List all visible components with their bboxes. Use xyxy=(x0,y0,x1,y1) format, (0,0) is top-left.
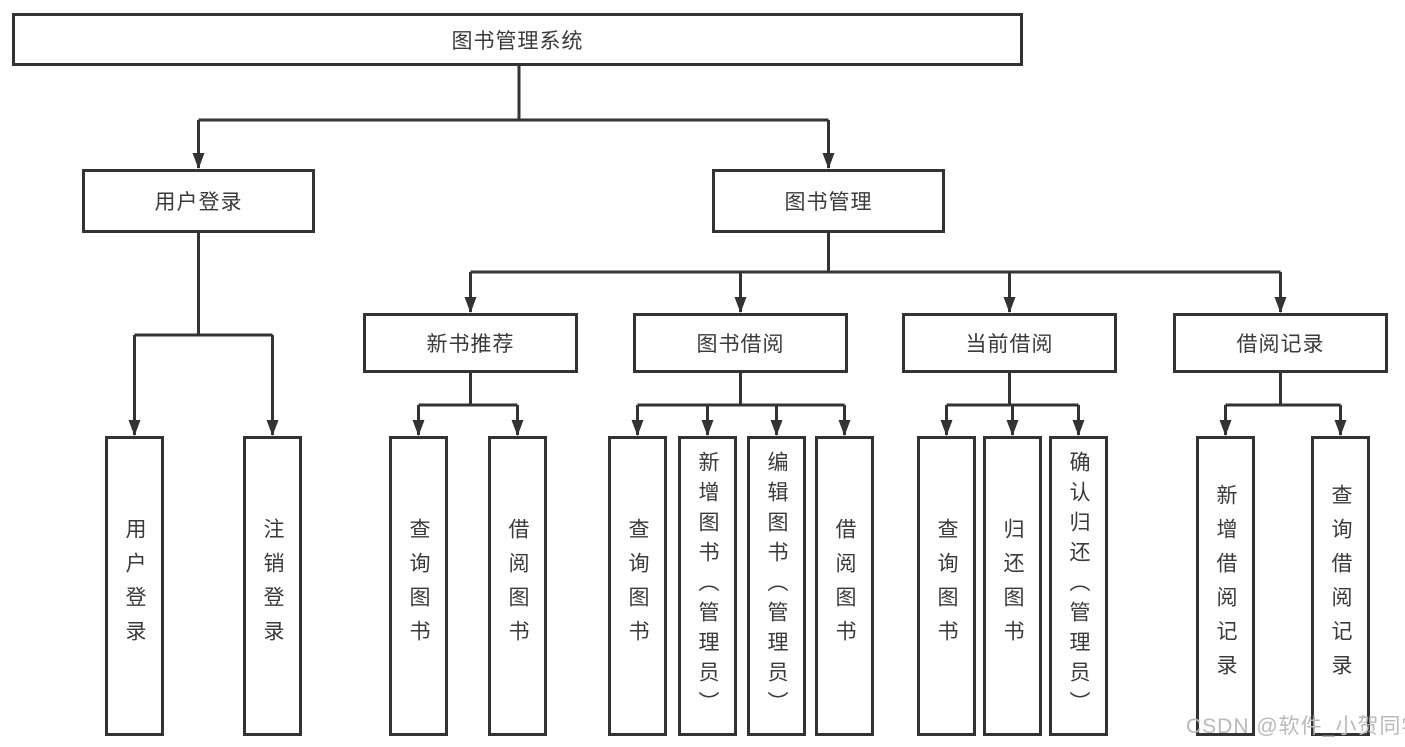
leaf-label: 确认归还（管理员） xyxy=(1067,451,1090,721)
leaf-label: 借阅图书 xyxy=(506,518,529,654)
leaf-borrow-book-under-recommend: 借阅图书 xyxy=(488,436,547,736)
node-borrow-record: 借阅记录 xyxy=(1173,313,1388,373)
node-book-borrow: 图书借阅 xyxy=(633,313,848,373)
node-user-login: 用户登录 xyxy=(82,169,315,233)
leaf-user-login: 用户登录 xyxy=(105,436,164,736)
leaf-label: 新增借阅记录 xyxy=(1214,484,1237,688)
csdn-watermark: CSDN @软件_小贺同学 xyxy=(1186,715,1405,738)
leaf-query-book-under-borrow: 查询图书 xyxy=(608,436,667,736)
leaf-label: 查询图书 xyxy=(626,518,649,654)
leaf-logout: 注销登录 xyxy=(243,436,302,736)
leaf-label: 用户登录 xyxy=(123,518,146,654)
leaf-label: 注销登录 xyxy=(261,518,284,654)
leaf-borrow-book-under-borrow: 借阅图书 xyxy=(815,436,874,736)
leaf-label: 查询借阅记录 xyxy=(1329,484,1352,688)
leaf-confirm-return-admin: 确认归还（管理员） xyxy=(1049,436,1108,736)
leaf-label: 借阅图书 xyxy=(833,518,856,654)
node-new-book-recommend: 新书推荐 xyxy=(363,313,578,373)
leaf-query-borrow-record: 查询借阅记录 xyxy=(1311,436,1370,736)
leaf-edit-book-admin: 编辑图书（管理员） xyxy=(747,436,806,736)
leaf-label: 查询图书 xyxy=(935,518,958,654)
leaf-label: 新增图书（管理员） xyxy=(696,451,719,721)
node-current-borrow: 当前借阅 xyxy=(902,313,1117,373)
leaf-label: 归还图书 xyxy=(1001,518,1024,654)
node-book-management: 图书管理 xyxy=(712,169,945,233)
node-root-system: 图书管理系统 xyxy=(12,13,1023,66)
leaf-label: 编辑图书（管理员） xyxy=(765,451,788,721)
leaf-add-book-admin: 新增图书（管理员） xyxy=(678,436,737,736)
leaf-query-book-under-current: 查询图书 xyxy=(917,436,976,736)
leaf-return-book: 归还图书 xyxy=(983,436,1042,736)
leaf-query-book-under-recommend: 查询图书 xyxy=(389,436,448,736)
leaf-add-borrow-record: 新增借阅记录 xyxy=(1196,436,1255,736)
leaf-label: 查询图书 xyxy=(407,518,430,654)
